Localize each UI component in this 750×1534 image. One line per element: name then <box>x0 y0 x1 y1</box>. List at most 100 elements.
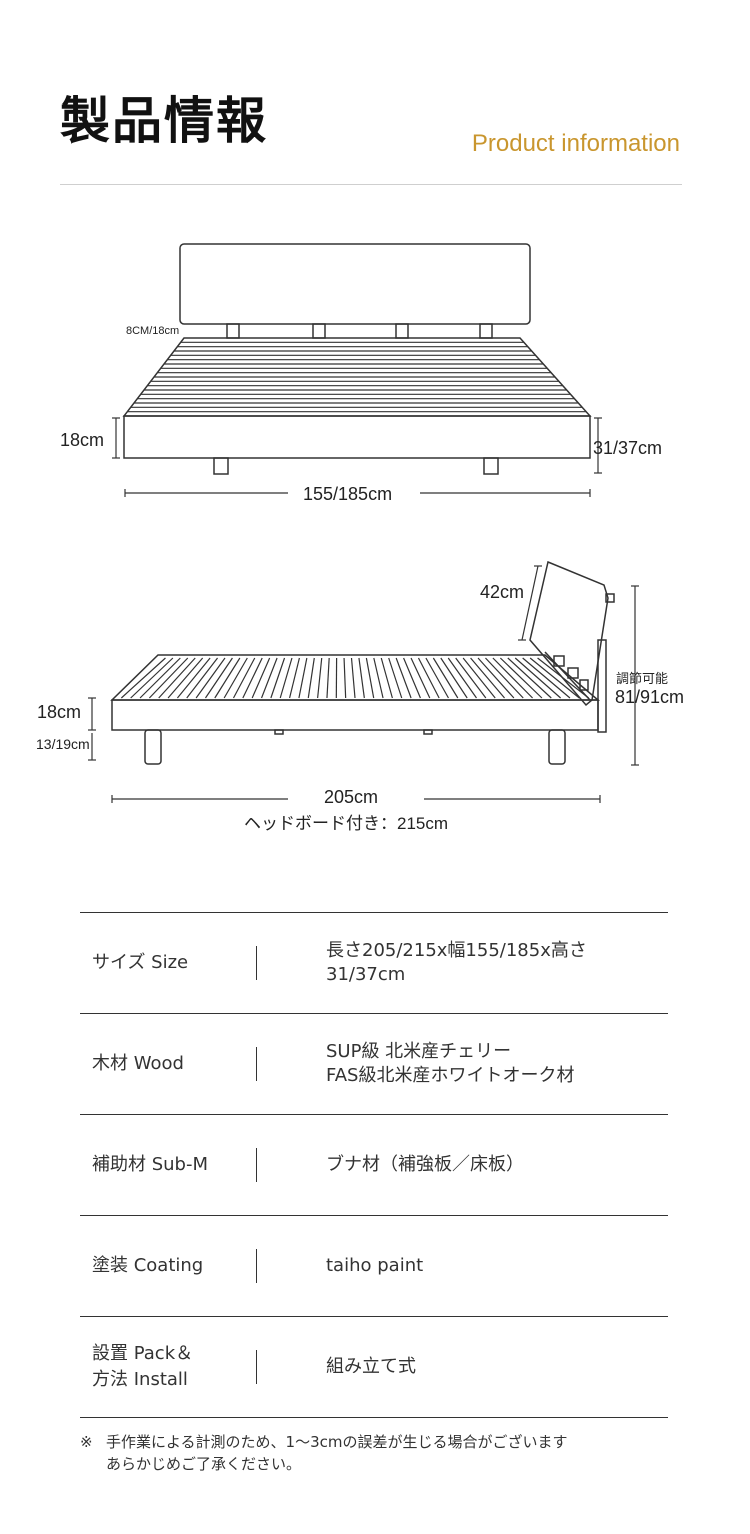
spec-label: 設置 Pack＆ 方法 Install <box>92 1343 194 1390</box>
slat-line <box>288 657 300 699</box>
slat-line <box>537 657 590 699</box>
front-total-height-label: 31/37cm <box>593 438 662 458</box>
slat-line <box>432 657 459 699</box>
slat-line <box>242 657 263 699</box>
slat-line <box>176 657 211 699</box>
slat-line <box>380 657 393 699</box>
adjustable-height-label: 81/91cm <box>615 687 684 707</box>
slat-line <box>120 657 166 699</box>
slat-line <box>326 657 330 699</box>
spec-label: 木材 Wood <box>92 1053 184 1074</box>
front-headboard-post <box>312 323 326 339</box>
slat-line <box>470 657 505 699</box>
slat-line <box>148 657 189 699</box>
spec-label: 補助材 Sub-M <box>92 1154 209 1175</box>
slat-line <box>395 657 412 699</box>
slat-line <box>403 657 421 699</box>
slat-line <box>317 657 323 699</box>
slat-line <box>232 657 256 699</box>
slat-line <box>365 657 375 699</box>
bed-dimension-diagram: 8CM/18cm 18cm 31/37cm 155/185cm <box>36 243 684 833</box>
front-frame <box>123 415 591 459</box>
front-dimensions <box>112 417 602 497</box>
spec-value: 長さ205/215x幅155/185x高さ31/37cm <box>326 940 587 985</box>
side-dimensions <box>88 565 639 803</box>
slat-line <box>485 657 524 699</box>
spec-divider <box>256 1350 257 1384</box>
spec-table: サイズ Size 長さ205/215x幅155/185x高さ31/37cm 木材… <box>80 912 668 1418</box>
slat-line <box>455 657 487 699</box>
headboard-gap-label: 8CM/18cm <box>126 325 179 337</box>
slat-line <box>350 657 356 699</box>
slat-line <box>195 657 226 699</box>
page-subtitle: Product information <box>471 130 680 157</box>
slat-line <box>417 657 440 699</box>
page-title: 製品情報 <box>60 92 268 150</box>
spec-row: 塗装 Coating taiho paint <box>80 1215 668 1316</box>
slat-line <box>307 657 315 699</box>
page-header: 製品情報 Product information <box>0 0 750 190</box>
slat-line <box>388 657 403 699</box>
slat-line <box>343 657 347 699</box>
side-leg <box>548 729 566 765</box>
slat-line <box>204 657 233 699</box>
front-slats <box>127 341 587 413</box>
front-headboard-post <box>479 323 493 339</box>
slat-line <box>251 657 271 699</box>
slat-line <box>507 657 552 699</box>
slat-line <box>279 657 293 699</box>
spec-divider <box>256 1148 257 1182</box>
side-leg <box>144 729 162 765</box>
slat-line <box>462 657 496 699</box>
disclaimer-note: ※ 手作業による計測のため、1～3cmの誤差が生じる場合がございます あらかじめ… <box>80 1431 680 1475</box>
slat-line <box>529 657 580 699</box>
header-divider <box>60 184 682 185</box>
side-leg-height-label: 13/19cm <box>36 736 90 752</box>
spec-label: 塗装 Coating <box>92 1255 204 1276</box>
spec-divider <box>256 946 257 980</box>
front-leg <box>213 457 229 475</box>
headboard-length-line <box>521 565 539 641</box>
slat-line <box>214 657 241 699</box>
side-length-label: 205cm <box>324 787 378 807</box>
slat-line <box>139 657 181 699</box>
bed-front-view <box>122 243 592 475</box>
side-headboard <box>529 560 609 707</box>
side-frame-height-label: 18cm <box>37 702 81 722</box>
slat-line <box>260 657 278 699</box>
side-length-with-headboard-label: ヘッドボード付き：215cm <box>244 814 448 833</box>
slat-line <box>522 657 571 699</box>
slat-line <box>425 657 449 699</box>
side-frame <box>111 699 599 731</box>
adjustable-label: 調節可能 <box>616 671 668 686</box>
front-width-label: 155/185cm <box>303 484 392 504</box>
slat-line <box>410 657 431 699</box>
spec-row: 補助材 Sub-M ブナ材（補強板／床板） <box>80 1114 668 1215</box>
slat-line <box>358 657 365 699</box>
slat-line <box>270 657 286 699</box>
spec-divider <box>256 1249 257 1283</box>
slat-line <box>447 657 477 699</box>
spec-row: サイズ Size 長さ205/215x幅155/185x高さ31/37cm <box>80 912 668 1013</box>
slat-line <box>373 657 384 699</box>
slat-line <box>186 657 219 699</box>
front-frame-height-label: 18cm <box>60 430 104 450</box>
spec-value: ブナ材（補強板／床板） <box>326 1154 524 1175</box>
note-text: 手作業による計測のため、1～3cmの誤差が生じる場合がございます あらかじめご了… <box>106 1433 568 1473</box>
slat-line <box>223 657 248 699</box>
spec-value: 組み立て式 <box>326 1356 416 1377</box>
note-mark: ※ <box>80 1433 93 1451</box>
slat-line <box>130 657 174 699</box>
slat-line <box>158 657 196 699</box>
front-headboard-post <box>395 323 409 339</box>
spec-value: SUP級 北米産チェリー FAS級北米産ホワイトオーク材 <box>326 1041 575 1086</box>
side-slats <box>120 657 590 699</box>
bed-side-view <box>110 560 615 765</box>
front-headboard <box>179 243 531 325</box>
slat-line <box>298 657 308 699</box>
slat-line <box>499 657 543 699</box>
spec-row: 木材 Wood SUP級 北米産チェリー FAS級北米産ホワイトオーク材 <box>80 1013 668 1114</box>
slat-line <box>492 657 534 699</box>
side-headboard-label: 42cm <box>480 582 524 602</box>
front-headboard-post <box>226 323 240 339</box>
